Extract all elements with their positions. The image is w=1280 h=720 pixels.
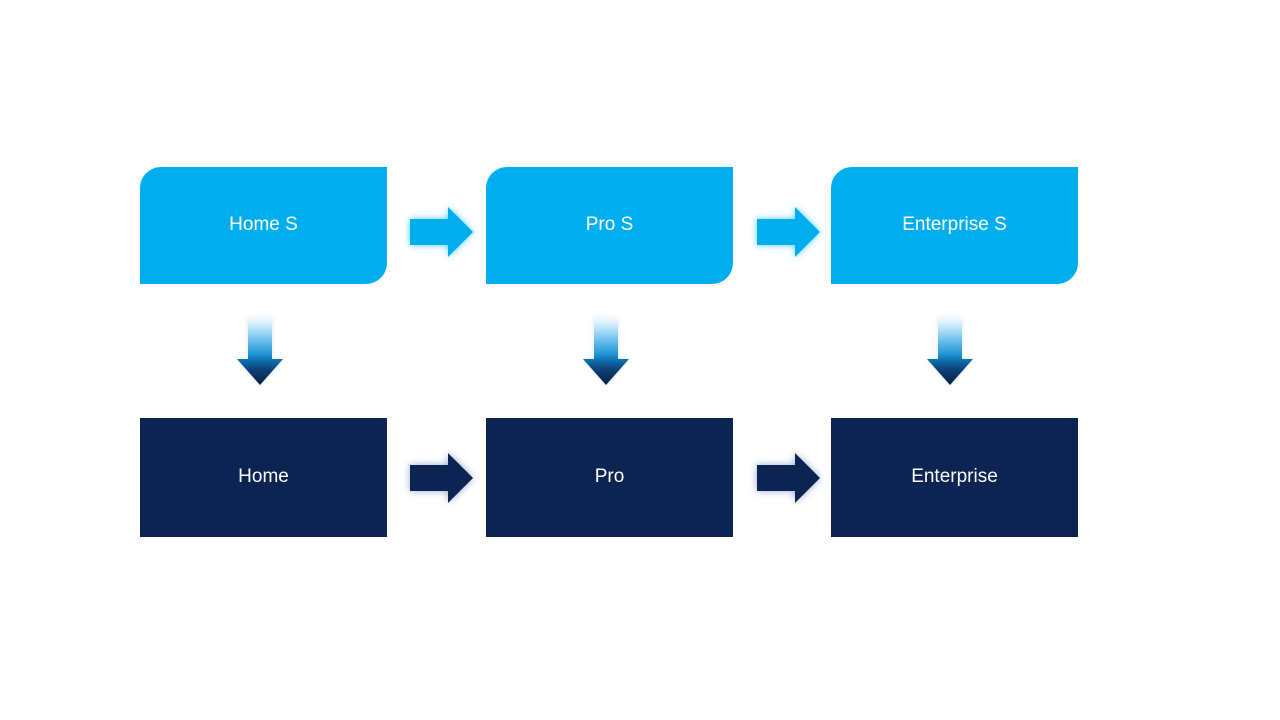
right-arrow-icon — [410, 206, 474, 258]
box-home-s-label: Home S — [229, 214, 298, 236]
box-pro: Pro — [486, 418, 733, 537]
box-pro-label: Pro — [594, 466, 625, 488]
right-arrow-icon — [757, 452, 821, 504]
box-pro-s-label: Pro S — [585, 214, 634, 236]
box-enterprise-s: Enterprise S — [831, 167, 1078, 284]
box-pro-s: Pro S — [486, 167, 733, 284]
right-arrow-icon — [410, 452, 474, 504]
down-arrow-icon — [236, 318, 284, 386]
box-home-s: Home S — [140, 167, 387, 284]
box-enterprise-s-label: Enterprise S — [902, 214, 1007, 236]
box-enterprise-label: Enterprise — [911, 466, 998, 488]
down-arrow-icon — [926, 318, 974, 386]
box-home-label: Home — [238, 466, 289, 488]
right-arrow-icon — [757, 206, 821, 258]
box-home: Home — [140, 418, 387, 537]
box-enterprise: Enterprise — [831, 418, 1078, 537]
down-arrow-icon — [582, 318, 630, 386]
